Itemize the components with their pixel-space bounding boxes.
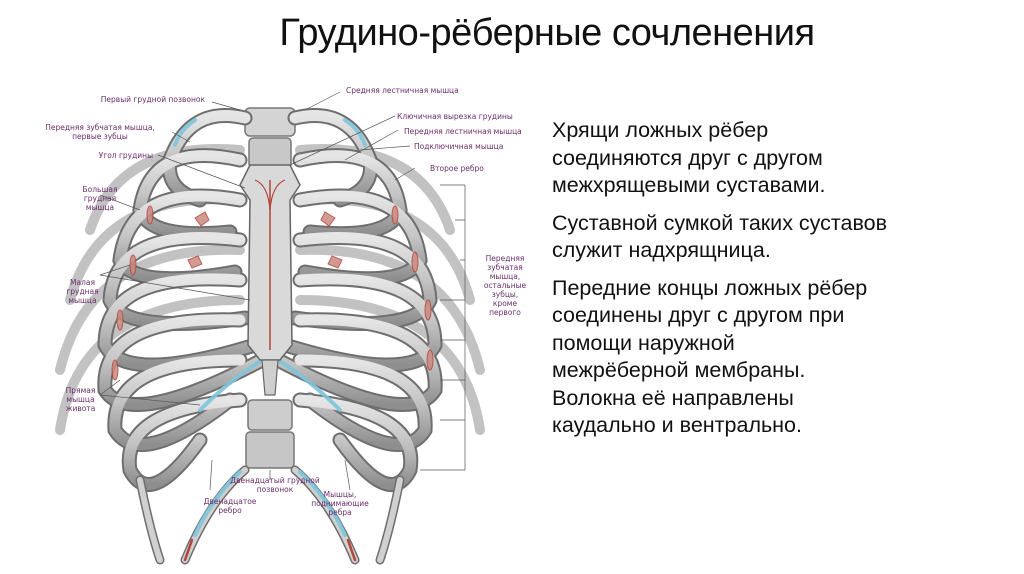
- front-ribs: [97, 108, 443, 565]
- label-first-thoracic-vertebra: Первый грудной позвонок: [100, 95, 205, 104]
- leader-lines: [99, 91, 466, 491]
- label-pectoralis-minor: Малая грудная мышца: [66, 278, 99, 305]
- label-scalenus-medius: Средняя лестничная мышца: [346, 86, 459, 95]
- label-scalenus-anterior: Передняя лестничная мышца: [404, 127, 522, 136]
- label-twelfth-rib: Двенадцатое ребро: [203, 497, 257, 515]
- slide-title: Грудино-рёберные сочленения: [279, 12, 815, 54]
- label-serratus-anterior-rest: Передняя зубчатая мышца, остальные зубцы…: [483, 254, 527, 317]
- label-rectus-abdominis: Прямая мышца живота: [65, 386, 96, 413]
- label-pectoralis-major: Большая грудная мышца: [82, 185, 118, 212]
- paragraph-2: Суставной сумкой таких суставов служит н…: [552, 210, 888, 263]
- description-text: Хрящи ложных рёбер соединяются друг с др…: [552, 117, 1012, 440]
- label-levatores-costarum: Мышцы, поднимающие ребра: [311, 490, 369, 517]
- label-sternal-angle: Угол грудины: [98, 151, 153, 160]
- vertebrae-lower: [245, 399, 295, 469]
- label-serratus-anterior-first: Передняя зубчатая мышца, первые зубцы: [45, 123, 155, 141]
- sternum: [239, 164, 301, 396]
- label-second-rib: Второе ребро: [430, 164, 484, 173]
- label-jugular-notch: Ключичная вырезка грудины: [397, 112, 513, 121]
- paragraph-3: Передние концы ложных рёбер соединены др…: [552, 275, 868, 438]
- rib-cage-illustration: Первый грудной позвонок Передняя зубчата…: [0, 70, 540, 574]
- vertebrae-upper: [244, 107, 296, 169]
- label-twelfth-thoracic-vertebra: Двенадцатый грудной позвонок: [230, 476, 320, 494]
- rib-cage-drawing: [55, 91, 485, 565]
- label-subclavius: Подключичная мышца: [414, 142, 504, 151]
- paragraph-1: Хрящи ложных рёбер соединяются друг с др…: [552, 118, 826, 197]
